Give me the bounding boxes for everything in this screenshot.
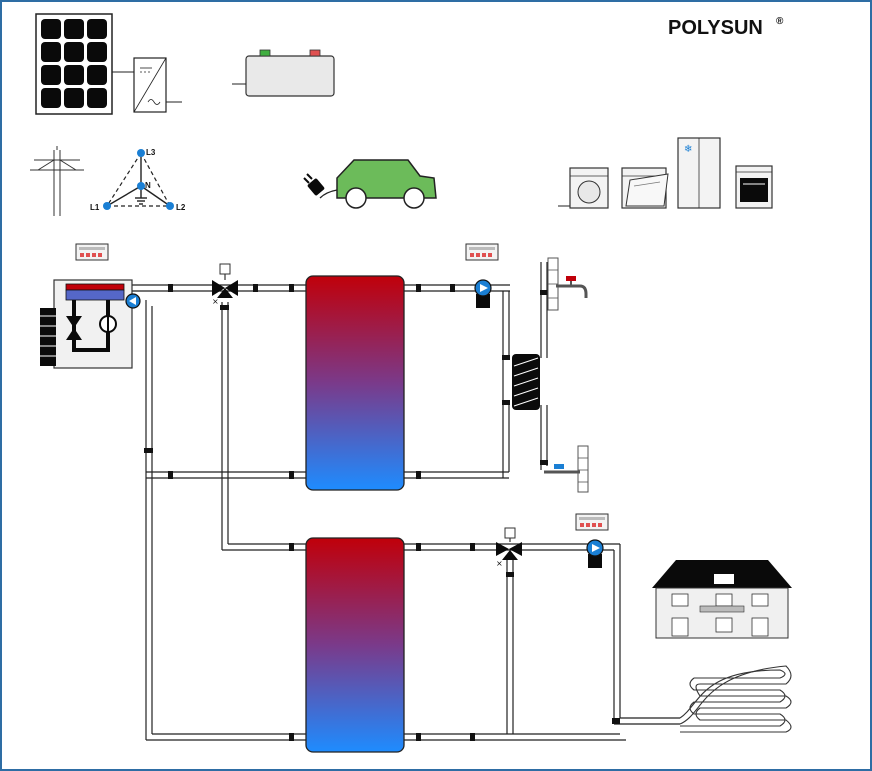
hot-water-tap-icon	[547, 257, 588, 311]
stove-icon	[735, 165, 773, 209]
cold-water-tap-icon	[544, 445, 589, 493]
plug-icon	[303, 173, 325, 196]
house-icon	[652, 560, 792, 639]
pump-icon	[125, 293, 141, 309]
pipe-joints	[144, 284, 620, 741]
washing-machine-icon	[558, 167, 609, 209]
solar-panel-icon	[35, 13, 134, 115]
electric-car-icon	[319, 159, 437, 209]
heat-exchanger-icon	[512, 354, 540, 410]
polysun-logo: POLYSUN ®	[668, 16, 784, 39]
controller-icon	[575, 513, 609, 531]
label-n: N	[145, 181, 151, 190]
svg-text:❄: ❄	[684, 144, 692, 155]
label-l3: L3	[146, 148, 156, 157]
mixing-valve-icon: ×	[496, 527, 522, 568]
pump-icon	[474, 279, 492, 308]
controller-icon	[75, 243, 109, 261]
storage-tank-icon	[305, 537, 405, 753]
svg-text:×: ×	[496, 559, 503, 568]
floor-heating-icon	[679, 665, 792, 733]
pipe-network	[132, 262, 680, 741]
battery-icon	[232, 49, 335, 97]
brand-reg-mark: ®	[776, 16, 784, 27]
controller-icon	[465, 243, 499, 261]
label-l1: L1	[90, 203, 100, 212]
pump-icon	[586, 539, 604, 568]
three-phase-grid-icon: L3 L1 L2 N	[90, 148, 186, 212]
dishwasher-icon	[621, 167, 669, 209]
mixing-valve-icon: ×	[212, 263, 238, 306]
svg-text:×: ×	[212, 297, 219, 306]
brand-name: POLYSUN	[668, 17, 763, 39]
label-l2: L2	[176, 203, 186, 212]
inverter-icon	[133, 57, 182, 113]
power-pylon-icon	[30, 146, 84, 216]
refrigerator-icon: ❄	[677, 137, 721, 209]
heat-pump-icon	[40, 279, 133, 369]
storage-tank-icon	[305, 275, 405, 491]
